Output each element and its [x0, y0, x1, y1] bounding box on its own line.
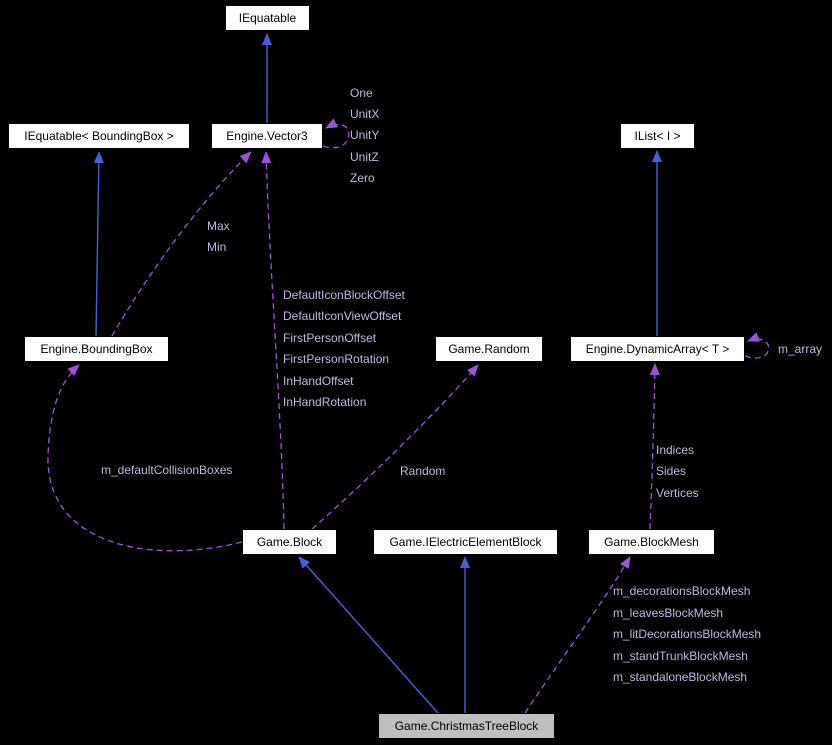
edge-label-random: Random	[400, 464, 446, 478]
edge-label-m-decorationsblockmesh: m_decorationsBlockMesh	[613, 584, 751, 598]
edge-label-sides: Sides	[656, 464, 687, 478]
node-game-random[interactable]: Game.Random	[435, 336, 543, 362]
edge-label-defaulticonviewoffset: DefaultIconViewOffset	[283, 309, 402, 323]
edge-label-m-standaloneblockmesh: m_standaloneBlockMesh	[613, 670, 748, 684]
edge-block-boundingbox	[47, 364, 243, 552]
node-engine-boundingbox[interactable]: Engine.BoundingBox	[24, 336, 169, 362]
node-engine-vector3[interactable]: Engine.Vector3	[211, 123, 323, 149]
edge-label-indices: Indices	[656, 443, 695, 457]
edge-label-m-standtrunkblockmesh: m_standTrunkBlockMesh	[613, 649, 748, 663]
node-iequatable-boundingbox[interactable]: IEquatable< BoundingBox >	[8, 123, 190, 149]
edge-christmastreeblock-blockmesh	[524, 556, 631, 714]
edge-label-unity: UnitY	[350, 128, 380, 142]
node-engine-dynamicarray[interactable]: Engine.DynamicArray< T >	[570, 336, 745, 362]
edge-label-m-array: m_array	[778, 342, 823, 356]
node-game-christmastreeblock[interactable]: Game.ChristmasTreeBlock	[378, 713, 555, 739]
edge-block-vector3	[261, 151, 285, 530]
edge-label-min: Min	[207, 240, 227, 254]
edge-label-m-litdecorationsblockmesh: m_litDecorationsBlockMesh	[613, 627, 762, 641]
edge-label-defaulticonblockoffset: DefaultIconBlockOffset	[283, 288, 405, 302]
edge-vector3-self	[322, 118, 350, 149]
edge-label-firstpersonrotation: FirstPersonRotation	[283, 352, 390, 366]
node-game-blockmesh[interactable]: Game.BlockMesh	[588, 529, 715, 555]
edge-boundingbox-iequatable-boundingbox	[93, 151, 104, 337]
node-game-block[interactable]: Game.Block	[242, 529, 337, 555]
edge-label-m-defaultcollisionboxes: m_defaultCollisionBoxes	[101, 463, 233, 477]
edge-dynamicarray-self	[744, 332, 770, 359]
edge-label-vertices: Vertices	[656, 486, 699, 500]
edge-label-unitx: UnitX	[350, 107, 380, 121]
edge-christmastreeblock-block	[298, 556, 439, 714]
edge-label-inhandoffset: InHandOffset	[283, 374, 354, 388]
edge-label-firstpersonoffset: FirstPersonOffset	[283, 331, 377, 345]
node-ilist[interactable]: IList< I >	[620, 123, 695, 149]
edge-label-one: One	[350, 86, 373, 100]
edge-blockmesh-dynamicarray	[649, 363, 660, 530]
edge-block-random	[311, 364, 479, 530]
edge-label-max: Max	[207, 219, 230, 233]
edge-label-zero: Zero	[350, 171, 375, 185]
edge-label-unitz: UnitZ	[350, 150, 379, 164]
edge-label-m-leavesblockmesh: m_leavesBlockMesh	[613, 606, 724, 620]
edge-boundingbox-vector3	[111, 151, 252, 337]
node-iequatable[interactable]: IEquatable	[225, 5, 310, 31]
node-game-ielectricelementblock[interactable]: Game.IElectricElementBlock	[373, 529, 558, 555]
edge-label-inhandrotation: InHandRotation	[283, 395, 367, 409]
